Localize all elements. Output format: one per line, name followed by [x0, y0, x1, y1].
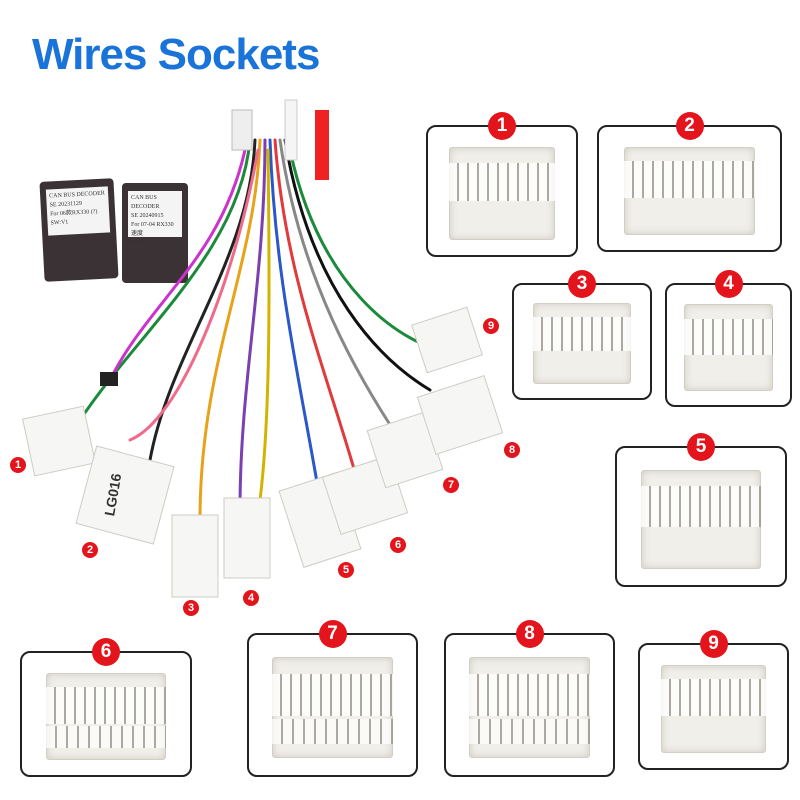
connector-pins [624, 161, 755, 199]
socket-box-8: 8 [444, 620, 615, 777]
socket-box-5: 5 [615, 433, 787, 587]
harness-label-7: 7 [443, 477, 459, 493]
plug-print: LG016 [101, 472, 124, 517]
socket-box-2: 2 [597, 112, 782, 252]
harness-label-6: 6 [390, 537, 406, 553]
can-bus-decoder-2: CAN BUS DECODER SE 20240915 For 07-04 RX… [122, 183, 188, 283]
decoder-label: CAN BUS DECODER SE 20240915 For 07-04 RX… [128, 191, 182, 246]
harness-label-2: 2 [82, 542, 98, 558]
connector-pins [272, 674, 393, 717]
socket-box-3: 3 [512, 270, 652, 400]
harness-label-3: 3 [183, 600, 199, 616]
harness-label-5: 5 [338, 562, 354, 578]
decoder-line: SE 20240915 [131, 213, 164, 219]
socket-box-1: 1 [426, 112, 578, 257]
harness-label-9: 9 [483, 318, 499, 334]
connector-pins [469, 674, 590, 717]
socket-number-badge: 2 [675, 112, 704, 140]
connector-pins [45, 687, 167, 724]
socket-number-badge: 4 [714, 270, 743, 298]
connector-pins [684, 318, 773, 355]
connector-pins [660, 679, 767, 717]
socket-number-badge: 1 [488, 112, 516, 140]
connector-pins [640, 486, 762, 528]
harness-label-8: 8 [504, 442, 520, 458]
page-title: Wires Sockets [32, 30, 320, 79]
socket-number-badge: 6 [92, 638, 120, 666]
connector-pins [272, 719, 393, 745]
socket-number-badge: 9 [699, 630, 728, 658]
harness-label-1: 1 [10, 457, 26, 473]
socket-number-badge: 5 [687, 433, 715, 461]
socket-box-6: 6 [20, 638, 192, 777]
decoder-line: CAN BUS DECODER [131, 195, 160, 210]
connector-pins [45, 726, 167, 749]
connector-pins [448, 162, 556, 202]
decoder-line: For 07-04 RX330速度 [131, 222, 174, 237]
socket-box-7: 7 [247, 620, 418, 777]
socket-box-4: 4 [665, 270, 792, 407]
connector-pins [469, 719, 590, 745]
decoder-line: SW:V1 [131, 240, 149, 246]
connector-pins [533, 316, 631, 351]
harness-label-4: 4 [243, 590, 259, 606]
socket-number-badge: 7 [318, 620, 347, 648]
socket-number-badge: 3 [568, 270, 596, 298]
socket-box-9: 9 [638, 630, 789, 770]
socket-number-badge: 8 [515, 620, 544, 648]
